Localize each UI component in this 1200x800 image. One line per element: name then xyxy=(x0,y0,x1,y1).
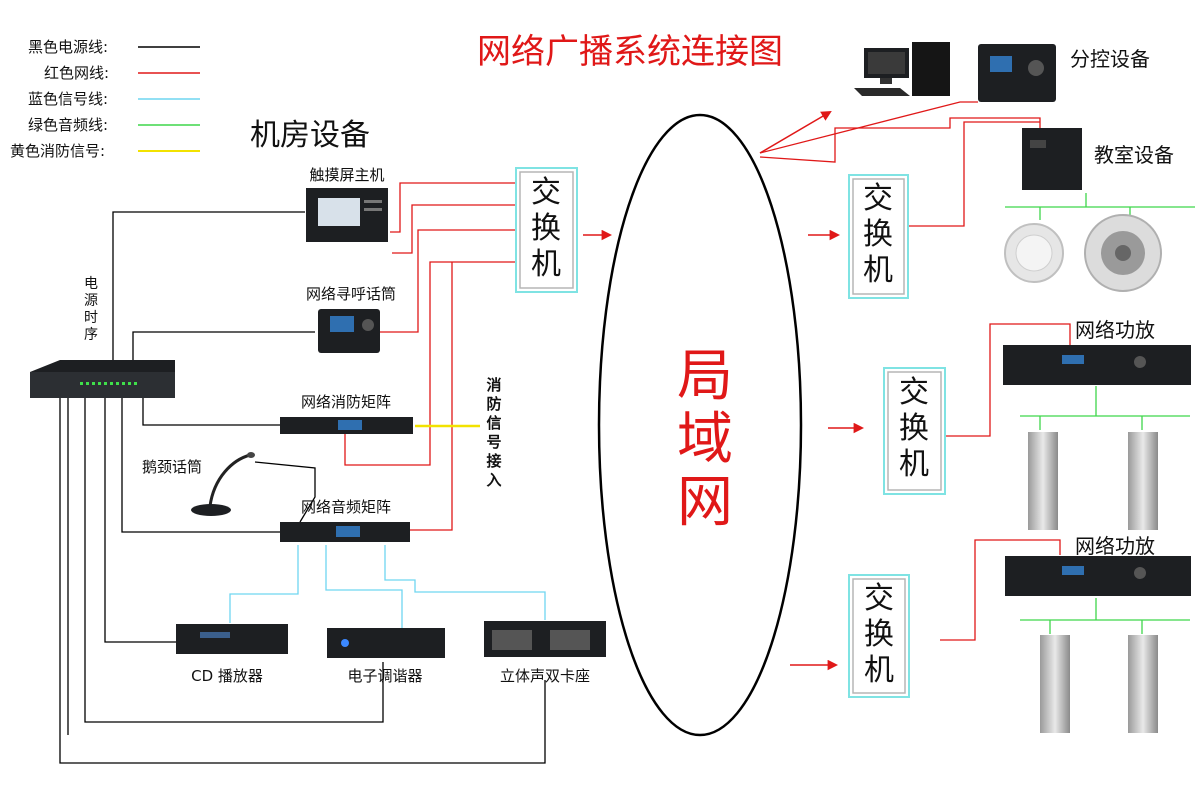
legend-item-network: 红色网线: xyxy=(44,64,200,82)
switch-char-2: 换 xyxy=(531,211,561,246)
column-speaker-icon xyxy=(1128,432,1158,530)
classroom-terminal xyxy=(1022,128,1082,190)
switch-char-3: 机 xyxy=(899,447,929,482)
legend: 黑色电源线: 红色网线: 蓝色信号线: 绿色音频线: 黄色消防信号: xyxy=(10,38,200,160)
legend-item-power: 黑色电源线: xyxy=(28,38,200,56)
amp-label: 网络功放 xyxy=(1075,534,1155,558)
classroom-label: 教室设备 xyxy=(1094,143,1174,167)
network-amplifier-2: 网络功放 xyxy=(1005,534,1191,733)
computer-tower xyxy=(912,42,950,96)
computer-workstation xyxy=(854,42,950,96)
power-sequencer-leds xyxy=(80,382,137,385)
switch-main: 交 换 机 xyxy=(515,167,578,293)
legend-label: 绿色音频线: xyxy=(28,116,108,134)
lan-char-2: 域 xyxy=(677,407,733,472)
stereo-cassette-deck: 立体声双卡座 xyxy=(484,621,606,685)
legend-label: 红色网线: xyxy=(44,64,109,82)
section-machine-room: 机房设备 xyxy=(250,118,370,153)
switch-char-2: 换 xyxy=(864,617,894,652)
wire-gooseneck xyxy=(254,461,316,523)
svg-text:防: 防 xyxy=(486,395,501,413)
device-label: 鹅颈话筒 xyxy=(142,458,202,476)
network-fire-matrix: 网络消防矩阵 xyxy=(280,393,413,434)
switch-classroom: 交 换 机 xyxy=(848,174,909,299)
svg-text:接: 接 xyxy=(486,452,501,470)
device-label: 立体声双卡座 xyxy=(500,667,590,685)
svg-text:入: 入 xyxy=(486,471,501,489)
legend-label: 黑色电源线: xyxy=(28,38,108,56)
diagram-title: 网络广播系统连接图 xyxy=(477,32,783,72)
network-amplifier-1: 网络功放 xyxy=(1003,318,1191,530)
lan-char-1: 局 xyxy=(677,344,733,409)
branch-control-panel xyxy=(978,44,1056,102)
legend-label: 黄色消防信号: xyxy=(10,142,105,160)
svg-text:消: 消 xyxy=(486,376,501,394)
network-audio-matrix: 网络音频矩阵 xyxy=(280,498,410,542)
power-seq-char-3: 时 xyxy=(84,310,98,326)
amp-chassis xyxy=(1003,345,1191,385)
device-label: 触摸屏主机 xyxy=(309,166,384,184)
device-label: 电子调谐器 xyxy=(347,667,422,685)
power-seq-char-1: 电 xyxy=(84,276,98,292)
wires-power xyxy=(59,211,546,764)
lan-char-3: 网 xyxy=(677,470,733,535)
svg-text:信: 信 xyxy=(486,414,501,432)
switch-char-1: 交 xyxy=(531,175,561,210)
power-seq-char-4: 序 xyxy=(84,327,98,343)
switch-char-1: 交 xyxy=(864,581,894,616)
device-label: 网络音频矩阵 xyxy=(301,498,391,516)
wires-audio xyxy=(1005,193,1195,634)
power-seq-char-2: 源 xyxy=(84,293,98,309)
svg-text:号: 号 xyxy=(486,433,501,451)
electronic-tuner: 电子调谐器 xyxy=(327,628,445,685)
switch-amp-1: 交 换 机 xyxy=(883,367,946,495)
legend-item-fire: 黄色消防信号: xyxy=(10,142,200,160)
amp-label: 网络功放 xyxy=(1075,318,1155,342)
switch-amp-2: 交 换 机 xyxy=(848,574,910,698)
gooseneck-mic: 鹅颈话筒 xyxy=(142,452,255,516)
lan-ellipse xyxy=(597,113,803,737)
branch-control-device: 分控设备 xyxy=(978,44,1150,102)
network-arrows xyxy=(583,110,865,671)
keyboard xyxy=(854,88,910,96)
device-label: CD 播放器 xyxy=(191,667,263,685)
wires-network xyxy=(344,101,1071,641)
switch-char-3: 机 xyxy=(864,653,894,688)
legend-item-signal: 蓝色信号线: xyxy=(28,90,200,108)
device-label: 网络寻呼话筒 xyxy=(306,285,396,303)
cd-player-chassis xyxy=(176,624,288,654)
touch-screen-display xyxy=(318,198,360,226)
amp-chassis xyxy=(1005,556,1191,596)
network-paging-mic: 网络寻呼话筒 xyxy=(306,285,396,353)
switch-char-3: 机 xyxy=(863,253,893,288)
column-speaker-icon xyxy=(1040,635,1070,733)
device-label: 网络消防矩阵 xyxy=(301,393,391,411)
switch-char-1: 交 xyxy=(899,375,929,410)
cd-player: CD 播放器 xyxy=(176,624,288,685)
column-speaker-icon xyxy=(1128,635,1158,733)
classroom-device: 教室设备 xyxy=(1004,128,1174,292)
switch-char-2: 换 xyxy=(899,411,929,446)
branch-control-label: 分控设备 xyxy=(1070,47,1150,71)
switch-char-3: 机 xyxy=(531,247,561,282)
power-sequencer: 电 源 时 序 xyxy=(30,276,175,398)
switch-char-2: 换 xyxy=(863,217,893,252)
switch-char-1: 交 xyxy=(863,181,893,216)
legend-item-audio: 绿色音频线: xyxy=(28,116,200,134)
column-speaker-icon xyxy=(1028,432,1058,530)
wires-signal xyxy=(229,545,546,628)
lan-label: 局 域 网 xyxy=(677,344,733,535)
touch-screen-host: 触摸屏主机 xyxy=(306,166,388,242)
fire-signal-input-label: 消 防 信 号 接 入 xyxy=(486,376,501,489)
legend-label: 蓝色信号线: xyxy=(28,90,108,108)
